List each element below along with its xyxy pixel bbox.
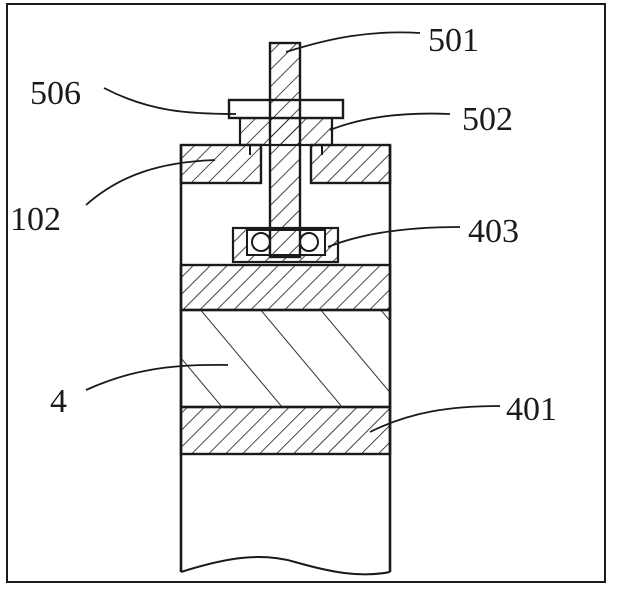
leader-403	[327, 226, 461, 248]
leader-506	[103, 87, 237, 115]
cover-plate-102	[179, 143, 392, 185]
label-401: 401	[506, 391, 557, 428]
figure-frame	[6, 3, 606, 583]
label-4: 4	[50, 383, 67, 420]
leader-502	[329, 112, 451, 131]
member-4	[179, 308, 392, 409]
upper-hatched-layer	[179, 263, 392, 312]
leader-102	[85, 159, 216, 206]
label-502: 502	[462, 101, 513, 138]
shaft-501	[268, 41, 302, 259]
break-line	[180, 556, 391, 576]
bearing-ball-left	[251, 232, 271, 252]
leader-lines	[85, 31, 501, 433]
label-501: 501	[428, 22, 479, 59]
leader-4	[85, 363, 229, 391]
label-403: 403	[468, 213, 519, 250]
leader-501	[285, 31, 421, 53]
leader-401	[369, 405, 501, 433]
label-102: 102	[10, 201, 61, 238]
bearing-ball-right	[299, 232, 319, 252]
label-506: 506	[30, 75, 81, 112]
layer-401	[179, 405, 392, 456]
